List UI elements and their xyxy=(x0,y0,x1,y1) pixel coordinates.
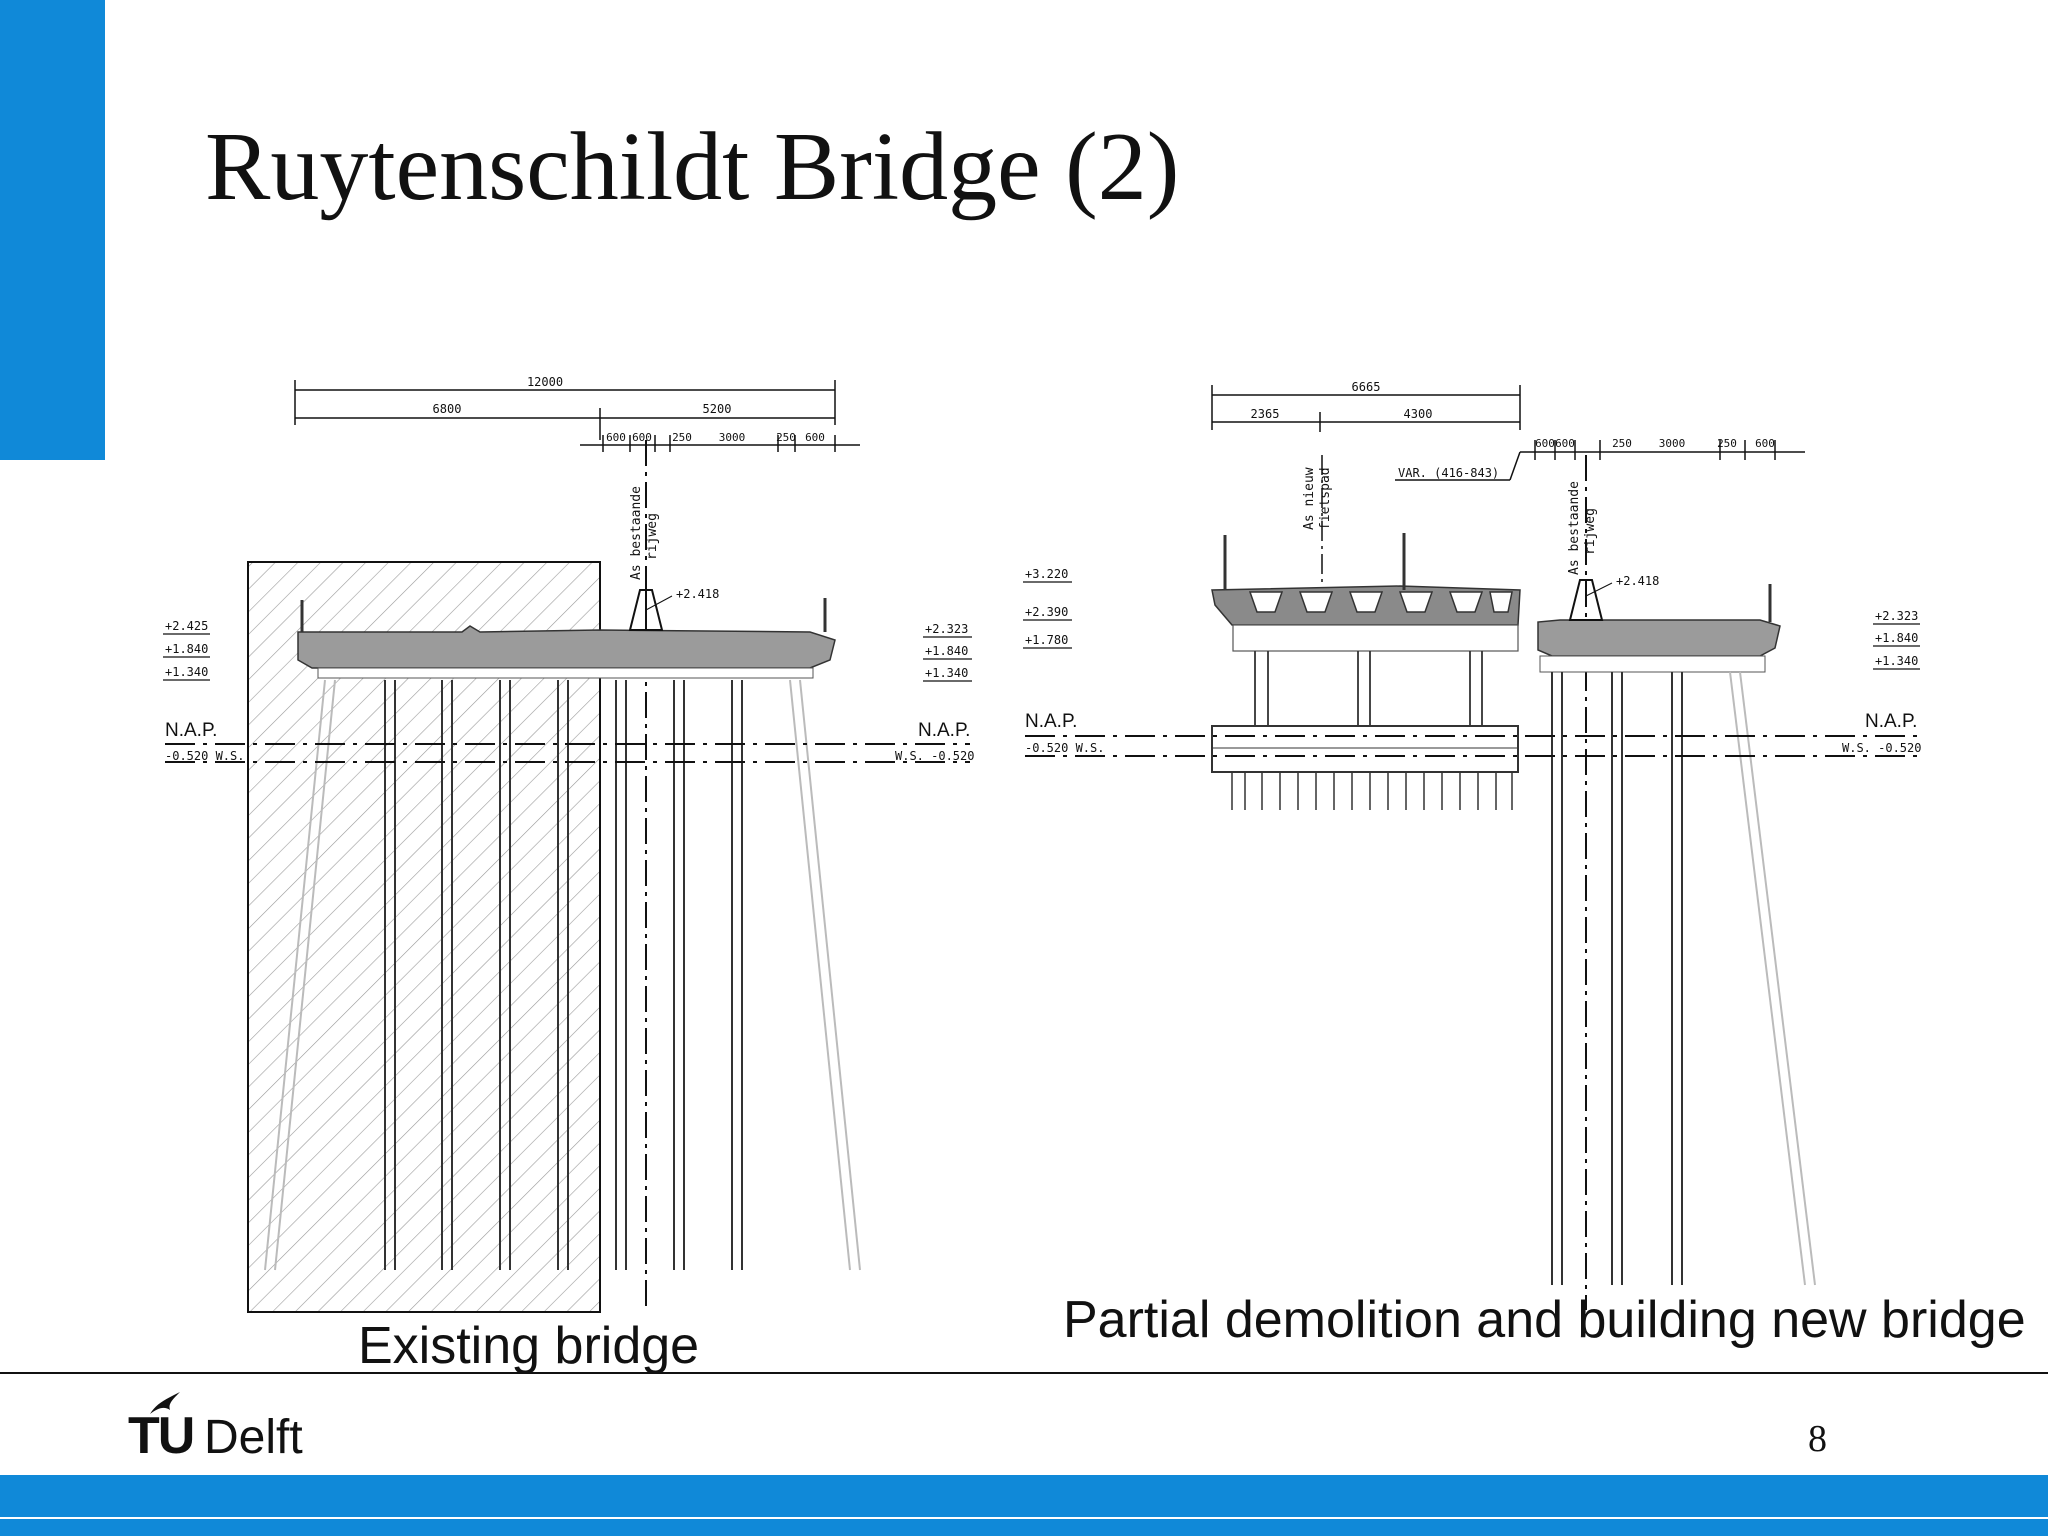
right-level-r1: +1.840 xyxy=(1875,631,1918,645)
left-dim-right: 5200 xyxy=(703,402,732,416)
right-dim-small-0: 600 xyxy=(1535,437,1555,450)
left-level-l2: +1.340 xyxy=(165,665,208,679)
left-level-top: +2.418 xyxy=(676,587,719,601)
slide-title: Ruytenschildt Bridge (2) xyxy=(205,113,1180,221)
left-nap-left: N.A.P. xyxy=(165,720,217,741)
right-axis-new: As nieuw fietspad xyxy=(1302,467,1333,530)
footer-divider xyxy=(0,1372,2048,1374)
left-nap-right: N.A.P. xyxy=(918,720,970,741)
right-dim-small-4: 250 xyxy=(1717,437,1737,450)
footer-bar-stripe xyxy=(0,1517,2048,1519)
left-drawing: 12000 6800 5200 600 600 250 3000 250 600… xyxy=(163,375,974,1313)
right-dim-total: 6665 xyxy=(1352,380,1381,394)
left-ws-right: W.S. -0.520 xyxy=(895,749,974,763)
left-axis-label: As bestaande rijweg xyxy=(629,486,660,580)
accent-bar xyxy=(0,0,105,460)
right-dimension-lines xyxy=(1211,385,1805,481)
left-levels-left: +2.425 +1.840 +1.340 +2.323 +1.840 +1.34… xyxy=(165,619,968,680)
right-piles xyxy=(1551,672,1683,1285)
right-dim-small-2: 250 xyxy=(1612,437,1632,450)
right-axis-new-2: fietspad xyxy=(1318,467,1333,530)
right-dim-small-5: 600 xyxy=(1755,437,1775,450)
right-axis-existing-1: As bestaande xyxy=(1567,481,1582,575)
left-level-r2: +1.340 xyxy=(925,666,968,680)
left-dim-small-4: 250 xyxy=(776,431,796,444)
left-deck xyxy=(297,625,836,669)
right-dim-right: 4300 xyxy=(1404,407,1433,421)
right-drawing: 6665 2365 4300 600 600 250 3000 250 600 … xyxy=(1023,380,1921,1310)
right-level-top: +2.418 xyxy=(1616,574,1659,588)
footer-bar xyxy=(0,1475,2048,1536)
left-ws-left: -0.520 W.S. xyxy=(165,749,244,763)
left-level-l1: +1.840 xyxy=(165,642,208,656)
tudelft-logo: TU Delft xyxy=(128,1390,358,1470)
left-dimension-lines xyxy=(294,380,860,452)
right-dim-small-3: 3000 xyxy=(1659,437,1686,450)
right-level-l2: +1.780 xyxy=(1025,633,1068,647)
left-axis-label-2: rijweg xyxy=(645,513,660,560)
existing-bridge-hatch xyxy=(247,561,601,1313)
left-piles xyxy=(384,680,743,1270)
right-ws-right: W.S. -0.520 xyxy=(1842,741,1921,755)
left-level-r1: +1.840 xyxy=(925,644,968,658)
left-dim-small-3: 3000 xyxy=(719,431,746,444)
left-dim-small-0: 600 xyxy=(606,431,626,444)
left-dim-total: 12000 xyxy=(527,375,563,389)
left-axis-label-1: As bestaande xyxy=(629,486,644,580)
left-dim-left: 6800 xyxy=(433,402,462,416)
left-dim-small-1: 600 xyxy=(632,431,652,444)
left-level-r0: +2.323 xyxy=(925,622,968,636)
right-nap-left: N.A.P. xyxy=(1025,711,1077,732)
logo-tu-text: TU xyxy=(128,1407,195,1465)
new-foundation-piles xyxy=(1231,772,1513,810)
left-pile-cap xyxy=(317,667,814,679)
right-var-label: VAR. (416-843) xyxy=(1398,466,1499,480)
right-dim-left: 2365 xyxy=(1251,407,1280,421)
right-level-l1: +2.390 xyxy=(1025,605,1068,619)
right-dim-small: 600 600 250 3000 250 600 xyxy=(1535,437,1775,450)
right-level-r2: +1.340 xyxy=(1875,654,1918,668)
remaining-deck xyxy=(1537,619,1781,657)
flame-icon xyxy=(150,1392,180,1414)
caption-existing-bridge: Existing bridge xyxy=(358,1317,700,1375)
page-number: 8 xyxy=(1808,1418,1827,1460)
right-ws-left: -0.520 W.S. xyxy=(1025,741,1104,755)
right-level-l0: +3.220 xyxy=(1025,567,1068,581)
right-dim-small-1: 600 xyxy=(1555,437,1575,450)
right-level-r0: +2.323 xyxy=(1875,609,1918,623)
right-nap-right: N.A.P. xyxy=(1865,711,1917,732)
right-levels: +3.220 +2.390 +1.780 +2.323 +1.840 +1.34… xyxy=(1025,567,1918,668)
left-dim-small-2: 250 xyxy=(672,431,692,444)
right-axis-new-1: As nieuw xyxy=(1302,467,1317,530)
right-axis-existing: As bestaande rijweg xyxy=(1567,481,1598,575)
left-dim-small: 600 600 250 3000 250 600 xyxy=(606,431,825,444)
left-level-l0: +2.425 xyxy=(165,619,208,633)
caption-new-bridge: Partial demolition and building new brid… xyxy=(1063,1291,2026,1349)
left-dim-small-5: 600 xyxy=(805,431,825,444)
logo-delft-text: Delft xyxy=(204,1411,303,1464)
